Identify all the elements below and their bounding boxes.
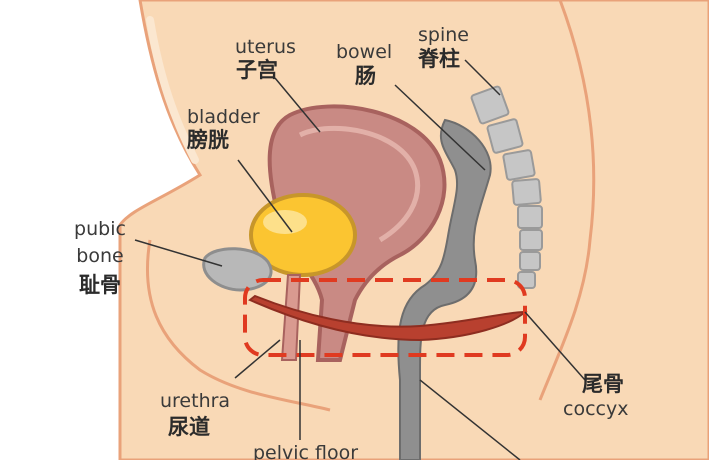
pubic-bone-label-line1: pubic: [68, 220, 132, 239]
coccyx-label-zh: 尾骨: [582, 374, 624, 395]
uterus-label-zh: 子宫: [236, 60, 278, 81]
spine-label-zh: 脊柱: [418, 49, 460, 70]
urethra-label: urethra: [160, 392, 230, 411]
coccyx-label: coccyx: [563, 400, 628, 419]
bowel-label-zh: 肠: [355, 66, 376, 87]
uterus-label: uterus: [235, 38, 296, 57]
bowel-label: bowel: [336, 43, 392, 62]
bladder-label: bladder: [187, 108, 260, 127]
urethra-label-zh: 尿道: [168, 417, 210, 438]
pubic-bone-label-zh: 耻骨: [68, 275, 132, 296]
pubic-bone-label-line2: bone: [68, 247, 132, 266]
bladder-label-zh: 膀胱: [187, 130, 229, 151]
pelvic-floor-label: pelvic floor: [253, 444, 358, 460]
spine-label: spine: [418, 26, 469, 45]
